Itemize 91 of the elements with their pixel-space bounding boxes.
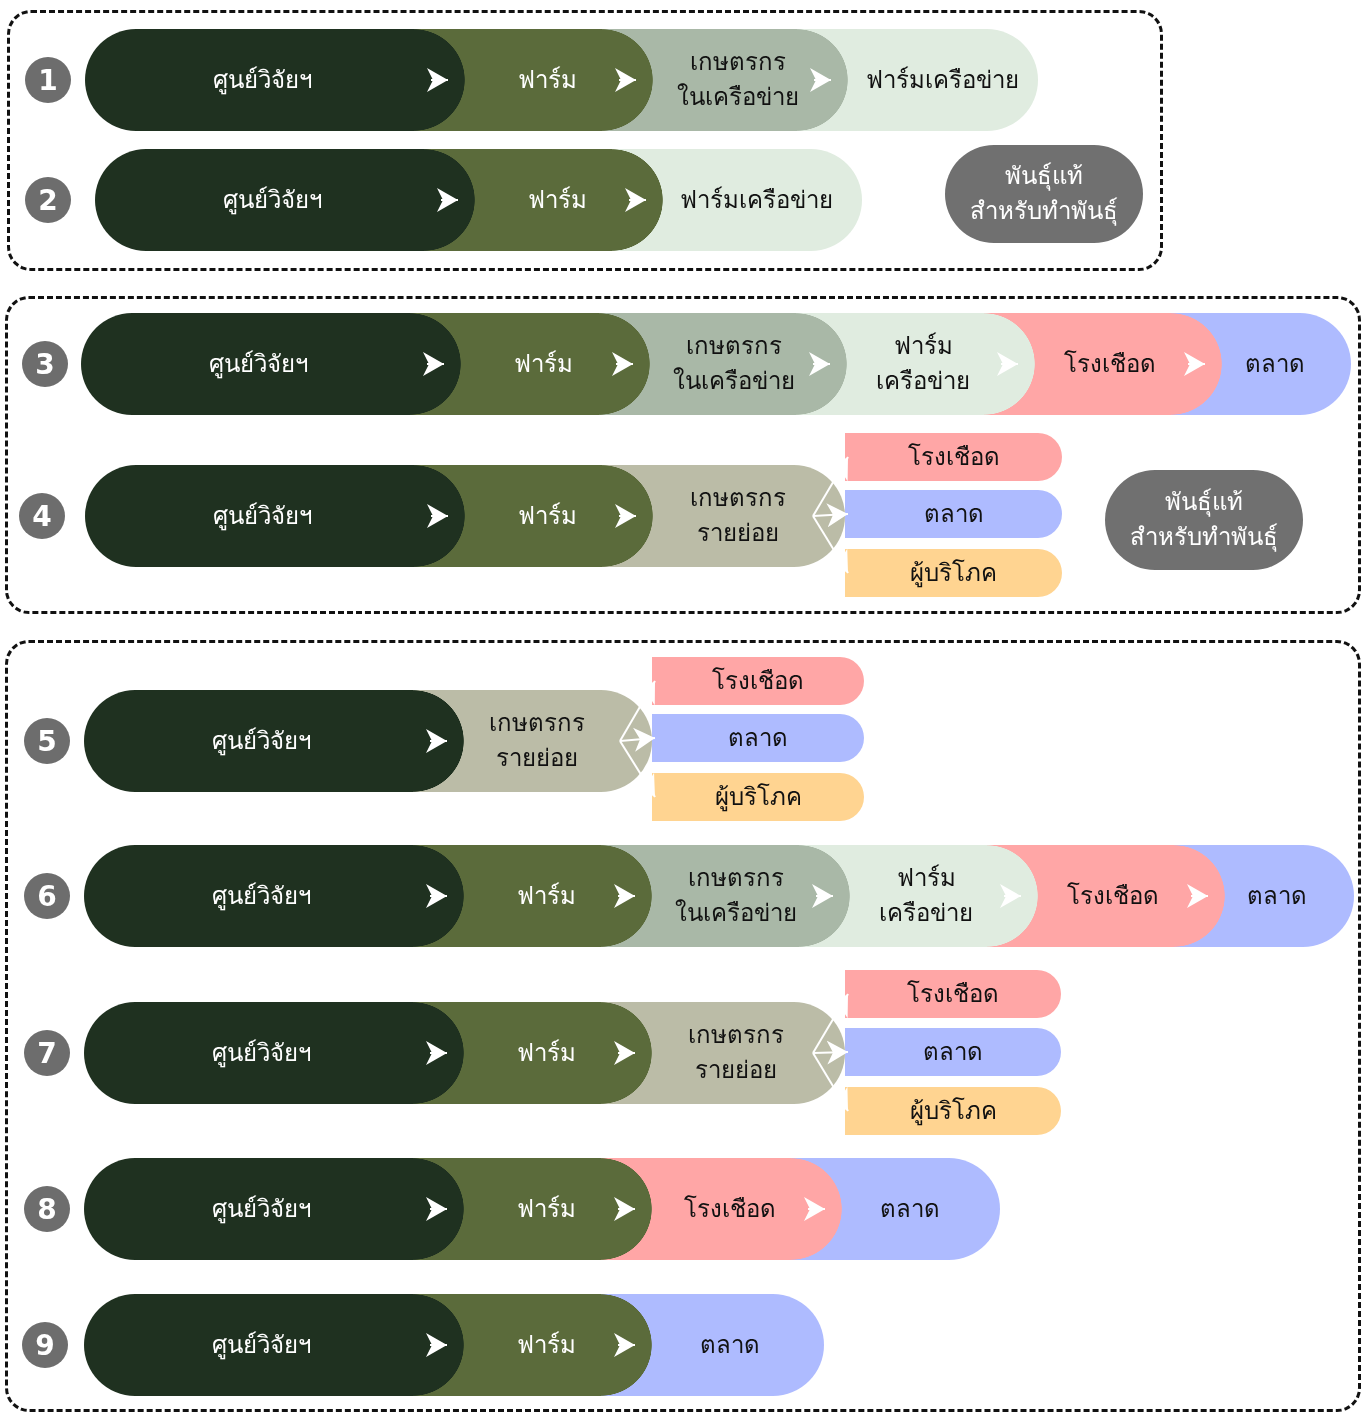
outlet-pill: ตลาด: [845, 1028, 1061, 1076]
arrow: [812, 515, 849, 574]
stage-pill: โรงเชือด: [1038, 845, 1225, 947]
stage-pill: เกษตรกรรายย่อย: [652, 1002, 845, 1104]
stage-pill: ศูนย์วิจัยฯ: [84, 845, 464, 947]
arrow: [619, 680, 656, 742]
outlet-pill: ตลาด: [845, 490, 1062, 538]
stage-pill: โรงเชือด: [652, 1158, 842, 1260]
arrow: [1184, 352, 1206, 376]
arrow: [615, 68, 637, 92]
outlet-pill: ผู้บริโภค: [652, 773, 864, 821]
arrow: [614, 1197, 636, 1221]
stage-pill: ฟาร์ม: [461, 313, 650, 415]
arrow: [810, 68, 832, 92]
stage-pill: ฟาร์มเครือข่าย: [850, 845, 1038, 947]
stage-pill: ตลาด: [1225, 845, 1354, 947]
stage-pill: ฟาร์มเครือข่าย: [847, 313, 1035, 415]
stage-pill: ฟาร์ม: [465, 465, 653, 567]
arrow: [625, 188, 647, 212]
arrow: [812, 456, 849, 517]
stage-pill: ศูนย์วิจัยฯ: [81, 313, 461, 415]
stage-pill: ศูนย์วิจัยฯ: [85, 465, 465, 567]
stage-pill: เกษตรกรรายย่อย: [653, 465, 845, 567]
stage-pill: ฟาร์ม: [464, 1002, 652, 1104]
arrow: [1187, 884, 1209, 908]
step-number-badge: 3: [22, 341, 68, 387]
step-number-badge: 8: [24, 1186, 70, 1232]
arrow: [614, 884, 636, 908]
group-frame: [5, 640, 1361, 1412]
stage-pill: ศูนย์วิจัยฯ: [84, 1158, 464, 1260]
stage-pill: โรงเชือด: [1035, 313, 1222, 415]
arrow: [437, 188, 459, 212]
arrow: [812, 503, 849, 528]
stage-pill: ฟาร์ม: [465, 29, 653, 131]
outlet-pill: ผู้บริโภค: [845, 549, 1062, 597]
arrow: [615, 504, 637, 528]
arrow: [426, 1197, 448, 1221]
stage-pill: ฟาร์ม: [464, 1294, 652, 1396]
group-frame: [7, 10, 1163, 271]
arrow: [427, 504, 449, 528]
stage-pill: ตลาด: [842, 1158, 1000, 1260]
stage-pill: เกษตรกรรายย่อย: [464, 690, 652, 792]
stage-pill: ฟาร์มเครือข่าย: [663, 149, 862, 251]
arrow: [619, 727, 656, 752]
arrow: [812, 993, 849, 1054]
step-number-badge: 4: [19, 493, 65, 539]
step-number-badge: 7: [24, 1030, 70, 1076]
arrow: [997, 352, 1019, 376]
outlet-pill: โรงเชือด: [845, 433, 1062, 481]
arrow: [426, 884, 448, 908]
step-number-badge: 9: [22, 1322, 68, 1368]
stage-pill: ฟาร์ม: [475, 149, 663, 251]
arrow: [809, 352, 831, 376]
outlet-pill: โรงเชือด: [652, 657, 864, 705]
outlet-pill: โรงเชือด: [845, 970, 1061, 1018]
stage-pill: ฟาร์มเครือข่าย: [848, 29, 1038, 131]
step-number-badge: 5: [24, 718, 70, 764]
arrow: [1000, 884, 1022, 908]
stage-pill: ศูนย์วิจัยฯ: [84, 1002, 464, 1104]
arrow: [426, 1041, 448, 1065]
stage-pill: ศูนย์วิจัยฯ: [95, 149, 475, 251]
arrow: [423, 352, 445, 376]
arrow: [426, 729, 448, 753]
stage-pill: ศูนย์วิจัยฯ: [84, 1294, 464, 1396]
stage-pill: ศูนย์วิจัยฯ: [84, 690, 464, 792]
arrow: [812, 1052, 849, 1112]
step-number-badge: 1: [25, 57, 71, 103]
arrow: [812, 1040, 849, 1065]
breed-pill: พันธุ์แท้สำหรับทำพันธุ์: [945, 145, 1143, 243]
arrow: [804, 1197, 826, 1221]
stage-pill: เกษตรกรในเครือข่าย: [653, 29, 848, 131]
stage-pill: ฟาร์ม: [464, 845, 652, 947]
stage-pill: เกษตรกรในเครือข่าย: [650, 313, 847, 415]
arrow: [426, 1333, 448, 1357]
stage-pill: ฟาร์ม: [464, 1158, 652, 1260]
arrow: [427, 68, 449, 92]
arrow: [812, 884, 834, 908]
stage-pill: เกษตรกรในเครือข่าย: [652, 845, 850, 947]
stage-pill: ศูนย์วิจัยฯ: [85, 29, 465, 131]
step-number-badge: 2: [25, 177, 71, 223]
stage-pill: ตลาด: [1222, 313, 1351, 415]
arrow: [612, 352, 634, 376]
breed-pill: พันธุ์แท้สำหรับทำพันธุ์: [1105, 470, 1303, 570]
arrow: [614, 1041, 636, 1065]
group-frame: [5, 296, 1361, 614]
outlet-pill: ผู้บริโภค: [845, 1087, 1061, 1135]
step-number-badge: 6: [24, 873, 70, 919]
stage-pill: ตลาด: [652, 1294, 824, 1396]
arrow: [619, 740, 656, 798]
arrow: [614, 1333, 636, 1357]
outlet-pill: ตลาด: [652, 714, 864, 762]
